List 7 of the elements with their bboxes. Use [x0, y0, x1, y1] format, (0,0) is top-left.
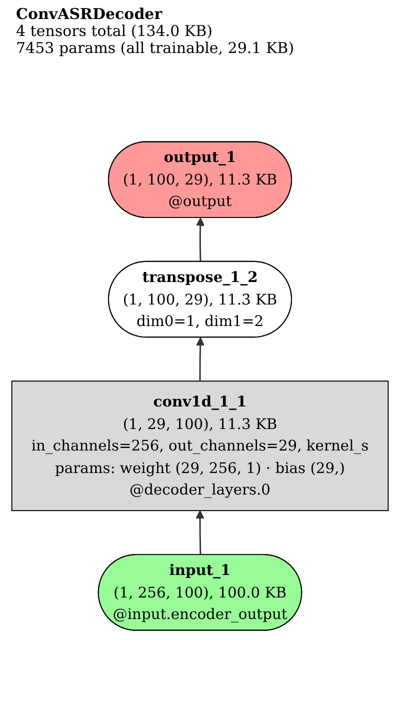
summary-text: 4 tensors total (134.0 KB) — [16, 23, 214, 40]
arrow — [196, 337, 205, 382]
arrow — [196, 510, 204, 556]
node-box: conv1d_1_1 (1, 29, 100), 11.3 KB in_channels=256, out_channels=29, kernel_s params: weight (29, 256, 1) · bias (29,) @decoder_layers.0 — [11, 380, 389, 512]
diagram-title: ConvASRDecoder — [16, 6, 164, 23]
summary-text: 7453 params (all trainable, 29.1 KB) — [16, 40, 296, 57]
arrow — [196, 218, 205, 262]
